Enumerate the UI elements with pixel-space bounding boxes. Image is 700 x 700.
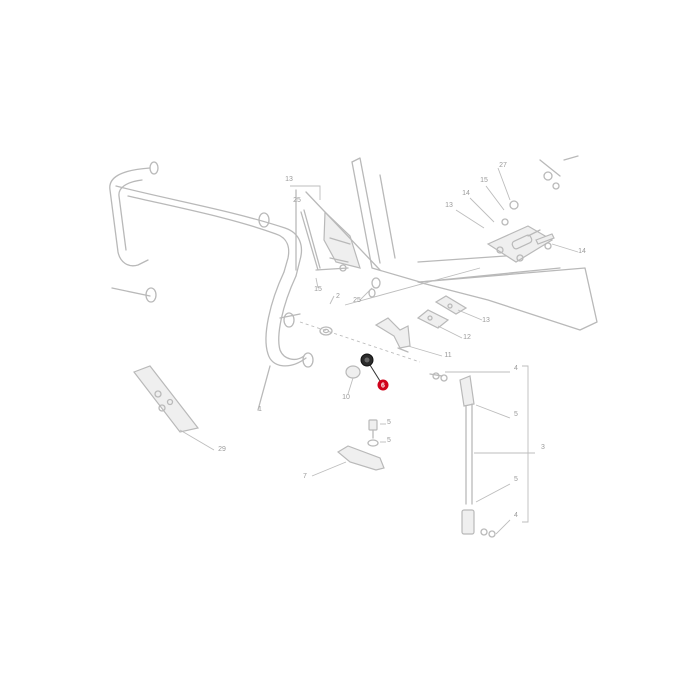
hinge-bracket-upper: [486, 155, 579, 263]
callout-c13b: 13: [445, 202, 453, 209]
callout-c14b: 14: [578, 248, 586, 255]
callout-c4b: 4: [514, 512, 518, 519]
highlighted-callout-label: 6: [381, 383, 385, 390]
bush-10: [345, 365, 361, 379]
callout-c14a: 14: [462, 190, 470, 197]
callout-c3: 3: [541, 444, 545, 451]
callout-c4a: 4: [514, 365, 518, 372]
callout-c12: 12: [463, 334, 471, 341]
corner-plate: [133, 365, 200, 433]
callout-c5b: 5: [387, 419, 391, 426]
callout-c25b: 25: [353, 297, 361, 304]
callout-c5a: 5: [514, 411, 518, 418]
callout-c13a: 13: [285, 176, 293, 183]
highlighted-callout: 6: [377, 379, 389, 391]
callout-c27: 27: [499, 162, 507, 169]
leader-lines: [179, 167, 579, 451]
callout-c5d: 5: [514, 476, 518, 483]
callout-c29: 29: [218, 446, 226, 453]
callout-c11: 11: [444, 352, 451, 359]
latch-bracket: [374, 295, 468, 353]
guide-lines: [290, 185, 481, 363]
washer-2: [319, 326, 333, 336]
callout-c13c: 13: [482, 317, 490, 324]
callout-c2: 2: [336, 293, 340, 300]
callout-c15a: 15: [314, 286, 322, 293]
gas-strut: [429, 365, 535, 538]
callout-c1: 1: [258, 406, 262, 413]
callout-c25a: 25: [293, 197, 301, 204]
callout-c10: 10: [342, 394, 350, 401]
windscreen-panel: [351, 157, 598, 331]
callout-c7: 7: [303, 473, 307, 480]
support-bracket: [295, 189, 381, 298]
lever-assembly: [311, 419, 386, 477]
callout-c15b: 15: [480, 177, 488, 184]
handrail: [109, 161, 314, 411]
callout-c5c: 5: [387, 437, 391, 444]
highlighted-bush: [360, 353, 381, 382]
